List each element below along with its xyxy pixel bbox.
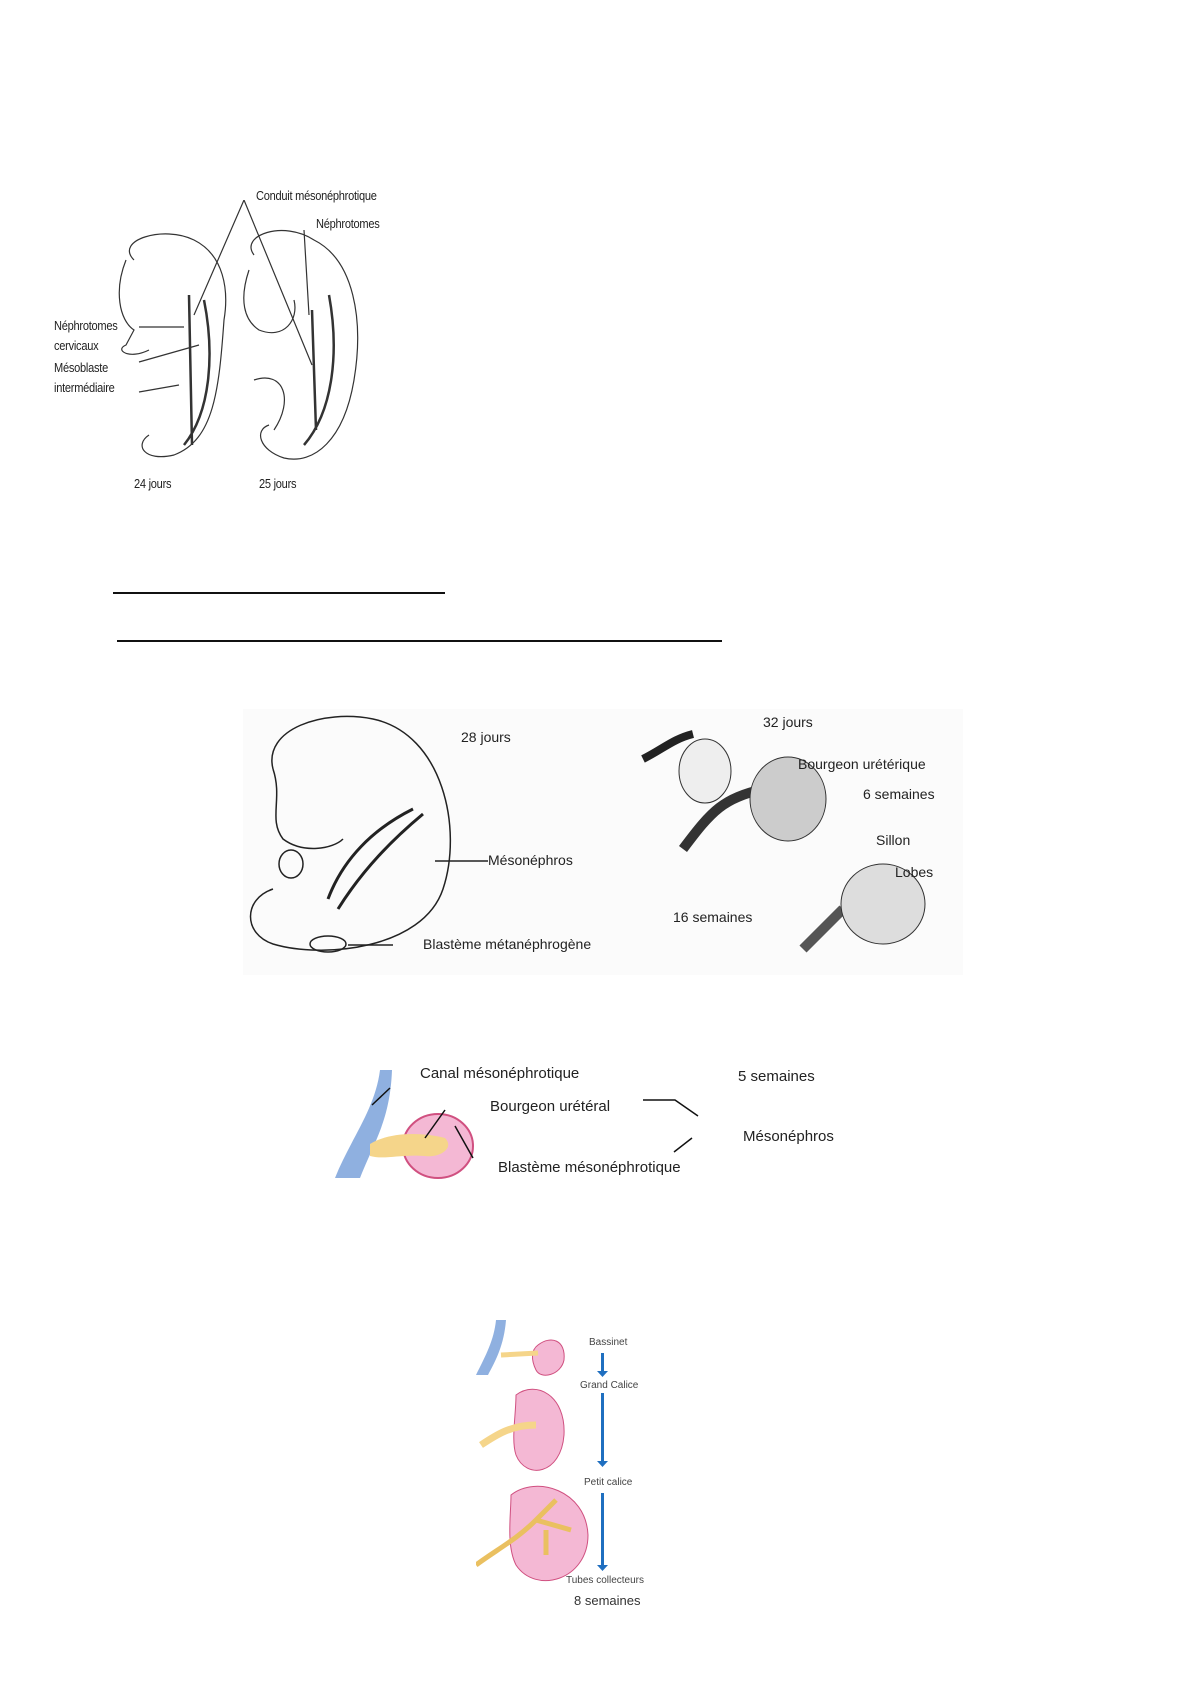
label-blasteme-mesonephrotique: Blastème mésonéphrotique [498,1159,681,1176]
figure-metanephros-development: 28 jours Mésonéphros Blastème métanéphro… [243,709,963,975]
figure-embryo-24-25-days: Conduit mésonéphrotique Néphrotomes Néph… [54,188,414,500]
embryo-drawing [118,200,359,460]
label-bourgeon-ureterique: Bourgeon urétérique [798,756,926,772]
label-nephrotomes-cervicaux-2: cervicaux [54,338,99,353]
ureteric-bud-drawing [335,1070,699,1179]
heading-underline-2 [117,640,722,642]
label-mesonephros: Mésonéphros [488,852,573,868]
figure-ureteric-bud-5-weeks: Canal mésonéphrotique 5 semaines Bourgeo… [330,1060,860,1185]
label-6-weeks: 6 semaines [863,786,935,802]
label-25-days: 25 jours [259,476,297,491]
label-petit-calice: Petit calice [584,1477,633,1488]
label-8-weeks: 8 semaines [574,1593,641,1608]
label-nephrotomes: Néphrotomes [316,216,380,231]
label-32-days: 32 jours [763,714,813,730]
label-sillon: Sillon [876,832,911,848]
label-16-weeks: 16 semaines [673,909,753,925]
label-28-days: 28 jours [461,729,511,745]
label-conduit: Conduit mésonéphrotique [256,188,377,203]
kidney-development-drawing [249,715,926,953]
label-mesonephros: Mésonéphros [743,1128,834,1145]
label-nephrotomes-cervicaux: Néphrotomes [54,318,118,333]
label-grand-calice: Grand Calice [580,1380,639,1391]
label-mesoblaste-2: intermédiaire [54,380,115,395]
label-tubes-collecteurs: Tubes collecteurs [566,1575,644,1586]
heading-underline-1 [113,592,445,594]
label-bassinet: Bassinet [589,1337,628,1348]
label-bourgeon-ureteral: Bourgeon urétéral [490,1098,611,1115]
label-canal-mesonephrotique: Canal mésonéphrotique [420,1065,580,1082]
label-mesoblaste: Mésoblaste [54,360,108,375]
label-24-days: 24 jours [134,476,172,491]
figure-collecting-system-8-weeks: Bassinet Grand Calice Petit calice Tubes… [476,1315,696,1608]
calyces-drawing [476,1320,608,1582]
label-lobes: Lobes [895,864,934,880]
label-5-weeks: 5 semaines [738,1068,815,1085]
label-blasteme-metanephrogene: Blastème métanéphrogène [423,936,592,952]
